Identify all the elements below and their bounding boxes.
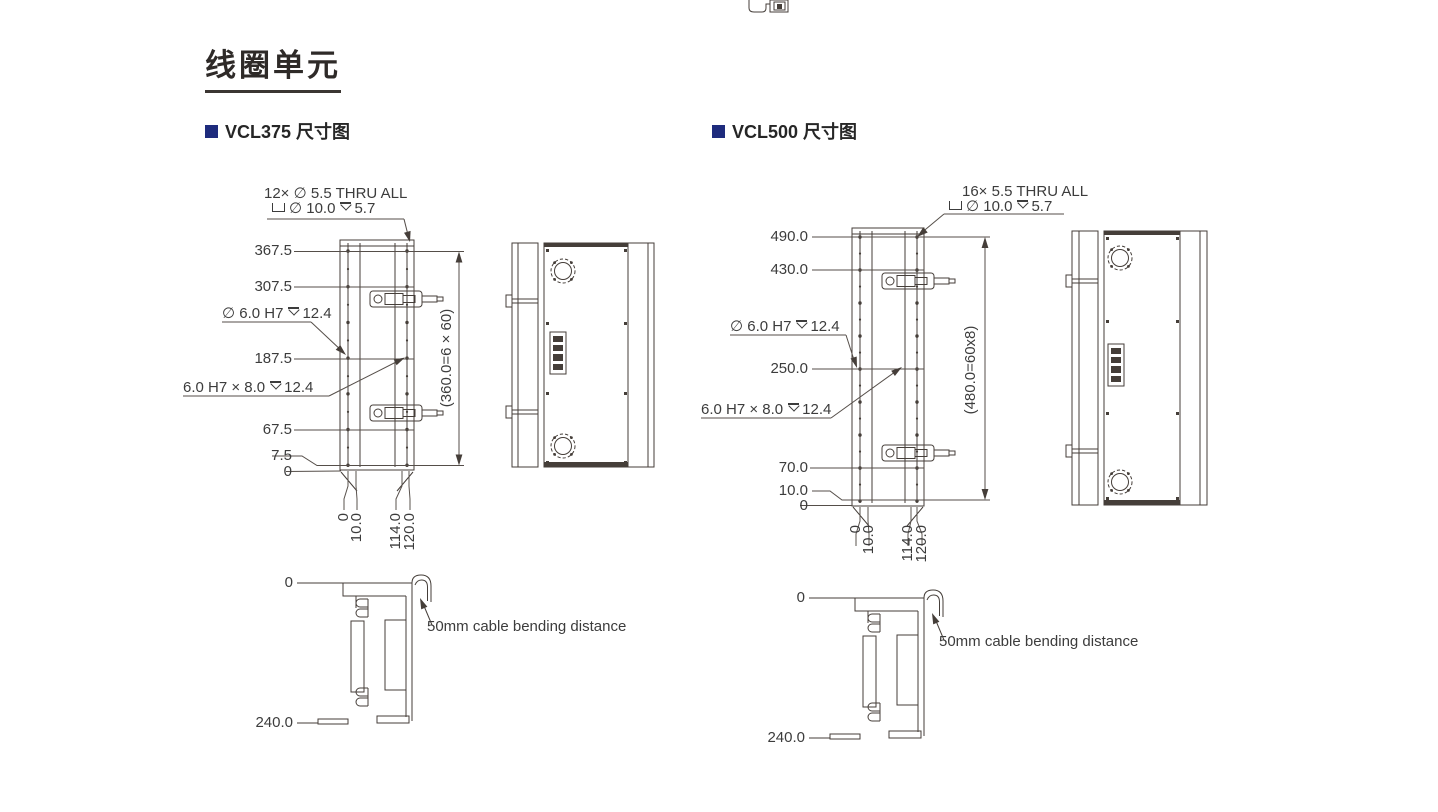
section-header-vcl375: VCL375 尺寸图: [205, 118, 350, 144]
cbore-dia: ∅ 10.0: [966, 198, 1013, 215]
vcl500-hole-note-line2: ∅ 10.0 5.7: [949, 199, 1052, 215]
vcl375-key-note: 6.0 H7 × 8.0 12.4: [183, 380, 313, 396]
vcl500-hole-note-line1: 16× 5.5 THRU ALL: [962, 183, 1089, 200]
ream-spec: ∅ 6.0 H7: [222, 305, 284, 322]
vcl500-dimensions: [701, 214, 1064, 506]
vcl500-side-view: [1065, 231, 1207, 505]
vcl375-dim-367: 367.5: [254, 242, 292, 259]
ream-spec: ∅ 6.0 H7: [730, 318, 792, 335]
vcl500-cable-note: 50mm cable bending distance: [939, 633, 1139, 650]
page-title: 线圈单元: [205, 40, 341, 93]
vcl375-dim-7: 7.5: [271, 447, 292, 464]
vcl500-key-note: 6.0 H7 × 8.0 12.4: [701, 402, 831, 418]
vcl375-bottom-view: [296, 574, 433, 725]
vcl375-side-view: [505, 243, 654, 467]
vcl375-profile-240: 240.0: [255, 714, 293, 731]
key-depth: 12.4: [284, 379, 314, 396]
vcl500-vertical-dim: (480.0=60x8): [962, 325, 979, 415]
vcl375-profile-0: 0: [284, 574, 293, 591]
vcl375-bdim-10: 10.0: [348, 513, 365, 543]
ream-depth: 12.4: [302, 305, 332, 322]
vcl375-dim-187: 187.5: [254, 350, 292, 367]
key-spec: 6.0 H7 × 8.0: [183, 379, 266, 396]
vcl500-profile-0: 0: [796, 589, 805, 606]
depth-symbol-icon: [270, 381, 282, 394]
depth-symbol-icon: [1017, 200, 1029, 213]
vcl500-dim-70: 70.0: [778, 459, 808, 476]
vcl500-front-view: [852, 228, 956, 546]
vcl375-ream-note: ∅ 6.0 H7 12.4: [222, 306, 332, 322]
vcl375-vertical-dim: (360.0=6 × 60): [438, 308, 455, 408]
vcl375-dim-307: 307.5: [254, 278, 292, 295]
cbore-depth: 5.7: [354, 200, 376, 217]
cbore-dia: ∅ 10.0: [289, 200, 336, 217]
counterbore-icon: [272, 203, 285, 212]
vcl500-profile-240: 240.0: [767, 729, 805, 746]
section-title: VCL375 尺寸图: [225, 122, 351, 142]
vcl375-hole-note-line1: 12× ∅ 5.5 THRU ALL: [264, 185, 408, 202]
depth-symbol-icon: [796, 320, 808, 333]
depth-symbol-icon: [340, 202, 352, 215]
vcl500-dim-10: 10.0: [778, 482, 808, 499]
vcl500-dim-490: 490.0: [770, 228, 808, 245]
section-bullet-icon: [205, 124, 218, 138]
vcl375-dim-67: 67.5: [262, 421, 292, 438]
counterbore-icon: [949, 201, 962, 210]
section-bullet-icon: [712, 124, 725, 138]
section-header-vcl500: VCL500 尺寸图: [712, 118, 857, 144]
vcl375-dim-0: 0: [283, 463, 292, 480]
section-title: VCL500 尺寸图: [732, 122, 858, 142]
cbore-depth: 5.7: [1031, 198, 1053, 215]
top-page-fragment: [749, 0, 788, 12]
depth-symbol-icon: [788, 403, 800, 416]
vcl375-cable-note: 50mm cable bending distance: [427, 618, 627, 635]
vcl500-dim-0: 0: [799, 497, 808, 514]
vcl500-dim-430: 430.0: [770, 261, 808, 278]
vcl375-dimensions: [183, 219, 464, 472]
vcl500-bdim-10: 10.0: [860, 525, 877, 555]
vcl375-hole-note-line2: ∅ 10.0 5.7: [272, 201, 375, 217]
vcl500-bdim-120: 120.0: [913, 525, 930, 563]
screws: [1106, 237, 1179, 500]
vcl500-dim-250: 250.0: [770, 360, 808, 377]
depth-symbol-icon: [288, 307, 300, 320]
vcl500-bottom-view: [808, 589, 945, 740]
vcl375-bdim-120: 120.0: [401, 513, 418, 551]
vcl500-ream-note: ∅ 6.0 H7 12.4: [730, 319, 840, 335]
key-depth: 12.4: [802, 401, 832, 418]
vcl375-front-view: [340, 240, 444, 510]
screws: [546, 249, 627, 464]
key-spec: 6.0 H7 × 8.0: [701, 401, 784, 418]
ream-depth: 12.4: [810, 318, 840, 335]
